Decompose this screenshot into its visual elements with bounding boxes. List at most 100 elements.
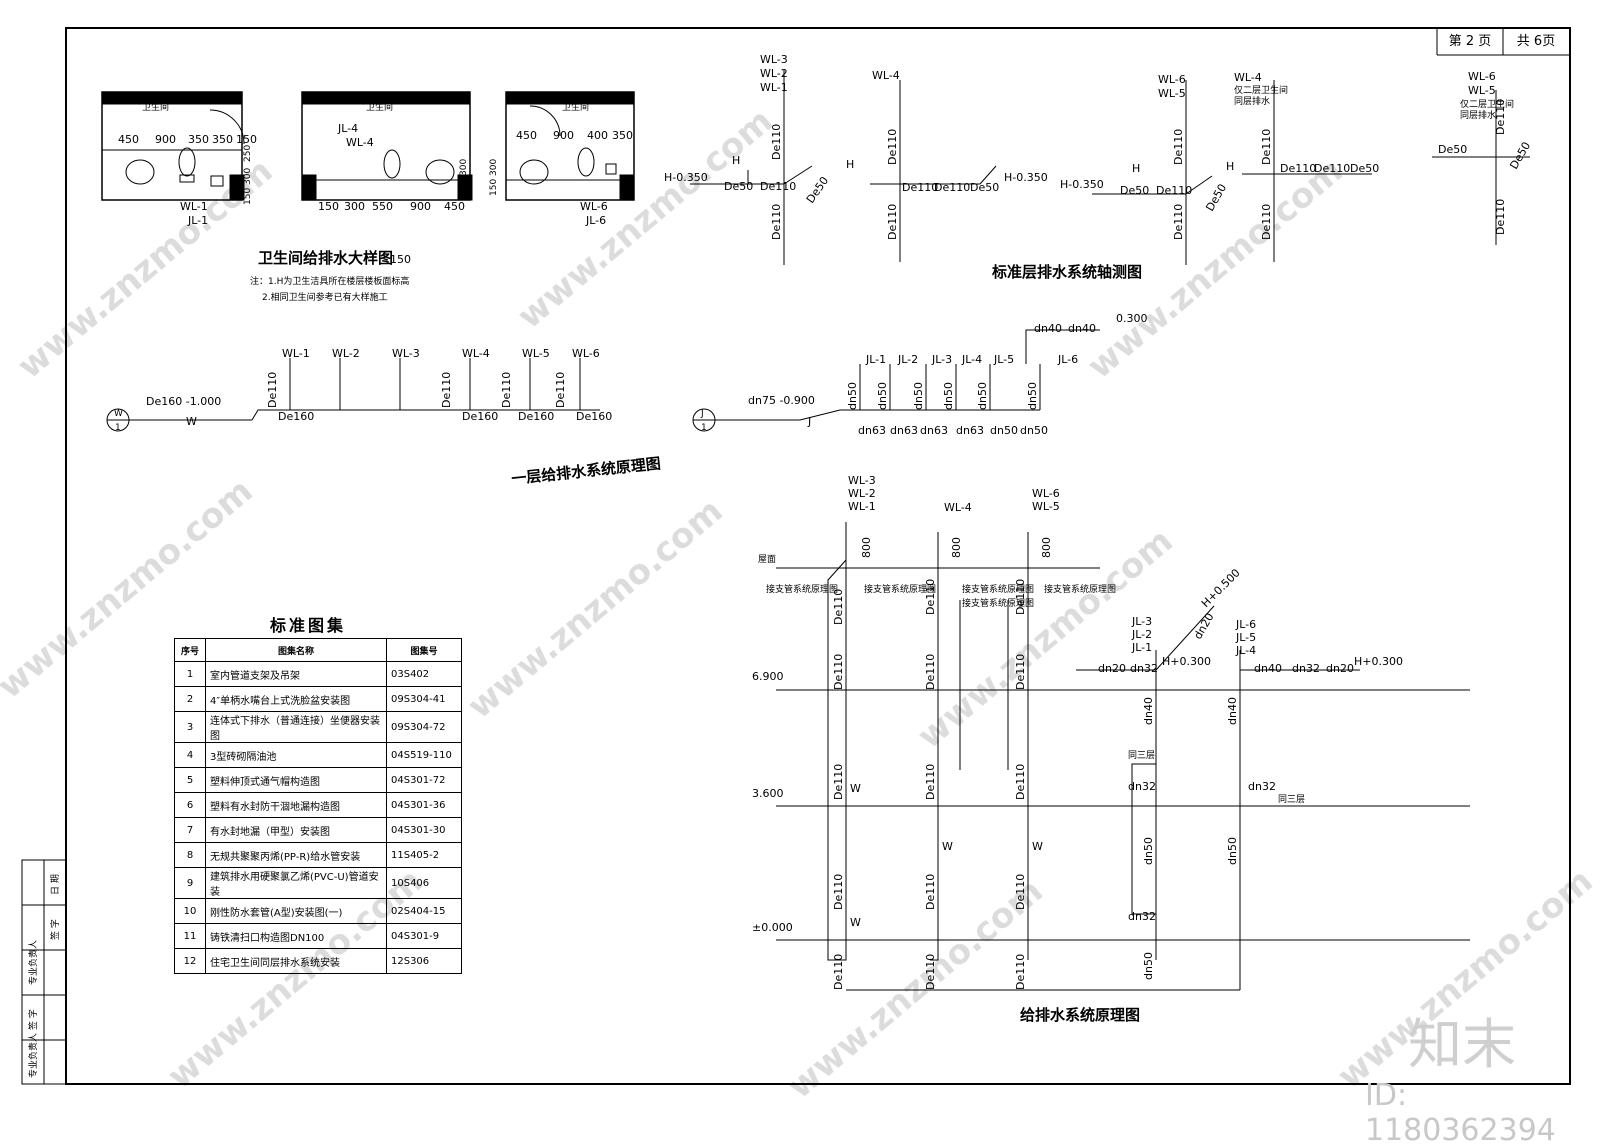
svg-text:De50: De50: [1120, 184, 1149, 197]
svg-text:dn63: dn63: [956, 424, 984, 437]
svg-text:JL-1: JL-1: [187, 214, 208, 227]
svg-text:De160: De160: [462, 410, 498, 423]
svg-text:WL-5: WL-5: [1158, 87, 1186, 100]
row-index: 9: [174, 867, 206, 899]
svg-text:De160 -1.000: De160 -1.000: [146, 395, 221, 408]
svg-text:550: 550: [372, 200, 393, 213]
svg-text:H: H: [1132, 162, 1140, 175]
svg-text:De110: De110: [1172, 204, 1185, 240]
svg-text:De160: De160: [518, 410, 554, 423]
bathroom-detail-title: 卫生间给排水大样图: [258, 249, 393, 267]
watermark: www.znzmo.com: [460, 491, 730, 727]
svg-text:800: 800: [1040, 537, 1053, 558]
svg-text:De110: De110: [440, 372, 453, 408]
svg-text:De110: De110: [1014, 764, 1027, 800]
svg-text:接支管系统原理图: 接支管系统原理图: [962, 597, 1034, 609]
svg-text:H+0.300: H+0.300: [1354, 655, 1403, 668]
svg-text:dn40: dn40: [1034, 322, 1062, 335]
svg-text:De110: De110: [832, 954, 845, 990]
column-header: 序号: [174, 638, 206, 662]
svg-text:同三层: 同三层: [1278, 794, 1305, 805]
watermark-logo: 知末: [1408, 1013, 1516, 1076]
svg-text:800: 800: [860, 537, 873, 558]
svg-text:WL-6: WL-6: [572, 347, 600, 360]
svg-text:De110: De110: [1260, 129, 1273, 165]
svg-text:dn32: dn32: [1130, 662, 1158, 675]
svg-text:300: 300: [459, 159, 469, 176]
svg-text:dn32: dn32: [1248, 780, 1276, 793]
drawing-name: 连体式下排水（普通连接）坐便器安装图: [205, 711, 387, 743]
svg-text:dn50: dn50: [1020, 424, 1048, 437]
drawing-number: 04S301-36: [386, 792, 462, 818]
svg-text:900: 900: [410, 200, 431, 213]
system-text: 屋面 6.900 3.600 ±0.000 WL-3 WL-2 WL-1 WL-…: [752, 474, 1403, 1024]
drawing-number: 04S301-9: [386, 923, 462, 949]
drawing-name: 塑料有水封防干涸地漏构造图: [205, 792, 387, 818]
svg-text:dn40: dn40: [1226, 697, 1239, 725]
watermark: www.znzmo.com: [780, 871, 1050, 1107]
svg-text:W: W: [186, 415, 197, 428]
svg-text:150: 150: [489, 179, 499, 196]
svg-text:De110: De110: [1494, 199, 1507, 235]
drawing-number: 10S406: [386, 867, 462, 899]
page-current: 第 2 页: [1448, 34, 1492, 49]
svg-text:350: 350: [212, 133, 233, 146]
svg-text:WL-2: WL-2: [848, 487, 876, 500]
sheet-border: [65, 27, 1571, 1085]
svg-text:De110: De110: [886, 129, 899, 165]
svg-text:dn40: dn40: [1068, 322, 1096, 335]
svg-text:dn50: dn50: [912, 382, 925, 410]
svg-text:接支管系统原理图: 接支管系统原理图: [1044, 583, 1116, 595]
bathroom-detail-text: 卫生间 卫生间 卫生间 450 900 350 350 150 150 300 …: [118, 101, 633, 303]
drawing-number: 03S402: [386, 661, 462, 687]
drawing-name: 4″单柄水嘴台上式洗脸盆安装图: [205, 686, 387, 712]
legend-title: 标准图集: [270, 616, 347, 635]
svg-text:De110: De110: [1494, 99, 1507, 135]
svg-text:De110: De110: [1314, 162, 1350, 175]
svg-text:仅二层卫生间: 仅二层卫生间: [1234, 84, 1288, 96]
svg-text:W: W: [850, 782, 861, 795]
axonometric-title: 标准层排水系统轴测图: [991, 263, 1142, 281]
drawing-number: 11S405-2: [386, 842, 462, 868]
first-floor-title: 一层给排水系统原理图: [511, 454, 662, 488]
svg-text:De50: De50: [804, 174, 831, 205]
svg-text:JL-1: JL-1: [865, 353, 886, 366]
svg-text:De110: De110: [902, 181, 938, 194]
page-total: 共 6页: [1516, 34, 1556, 49]
svg-text:WL-6: WL-6: [1158, 73, 1186, 86]
svg-text:JL-4: JL-4: [961, 353, 982, 366]
svg-text:dn50: dn50: [1142, 952, 1155, 980]
drawing-number: 02S404-15: [386, 898, 462, 924]
table-header-row: 序号 图集名称 图集号: [174, 638, 462, 662]
svg-text:WL-1: WL-1: [848, 500, 876, 513]
system-title: 给排水系统原理图: [1020, 1006, 1140, 1024]
svg-text:dn50: dn50: [1226, 837, 1239, 865]
svg-text:150: 150: [236, 133, 257, 146]
svg-text:专业负责人: 专业负责人: [27, 940, 39, 985]
svg-text:WL-5: WL-5: [522, 347, 550, 360]
svg-text:卫生间: 卫生间: [142, 101, 169, 113]
svg-text:300: 300: [344, 200, 365, 213]
axonometric-lines: [690, 70, 1530, 265]
svg-text:150: 150: [459, 179, 469, 196]
drawing-number: 04S301-30: [386, 817, 462, 843]
svg-text:屋面: 屋面: [758, 554, 776, 565]
svg-text:150: 150: [243, 188, 253, 205]
svg-text:dn50: dn50: [1142, 837, 1155, 865]
svg-text:dn32: dn32: [1128, 780, 1156, 793]
svg-text:De50: De50: [1438, 143, 1467, 156]
row-index: 10: [174, 898, 206, 924]
svg-text:De110: De110: [886, 204, 899, 240]
svg-text:dn50: dn50: [990, 424, 1018, 437]
svg-text:400: 400: [587, 129, 608, 142]
svg-text:De110: De110: [500, 372, 513, 408]
svg-text:WL-4: WL-4: [1234, 71, 1262, 84]
svg-text:0.300: 0.300: [1116, 312, 1148, 325]
drawing-number: 04S301-72: [386, 767, 462, 793]
svg-text:De110: De110: [1014, 954, 1027, 990]
svg-text:De110: De110: [266, 372, 279, 408]
